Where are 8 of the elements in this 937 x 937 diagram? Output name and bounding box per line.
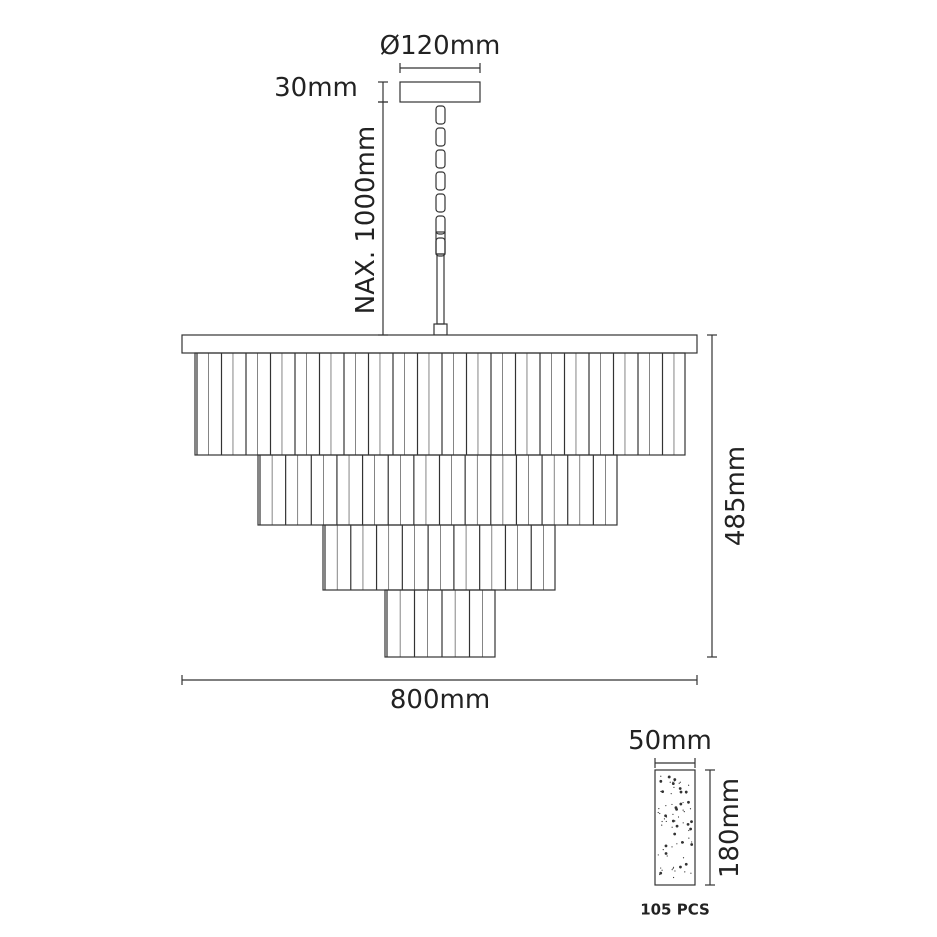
dimension-label: 50mm (628, 728, 712, 754)
dimension-label: 800mm (390, 687, 490, 713)
dimension-label: 485mm (723, 446, 749, 546)
dimension-label: 180mm (717, 778, 743, 878)
dimension-label: NAX. 1000mm (353, 126, 379, 314)
dimension-label: 30mm (274, 75, 358, 101)
dimension-label: Ø120mm (380, 33, 500, 59)
quantity-label: 105 PCS (640, 902, 710, 918)
